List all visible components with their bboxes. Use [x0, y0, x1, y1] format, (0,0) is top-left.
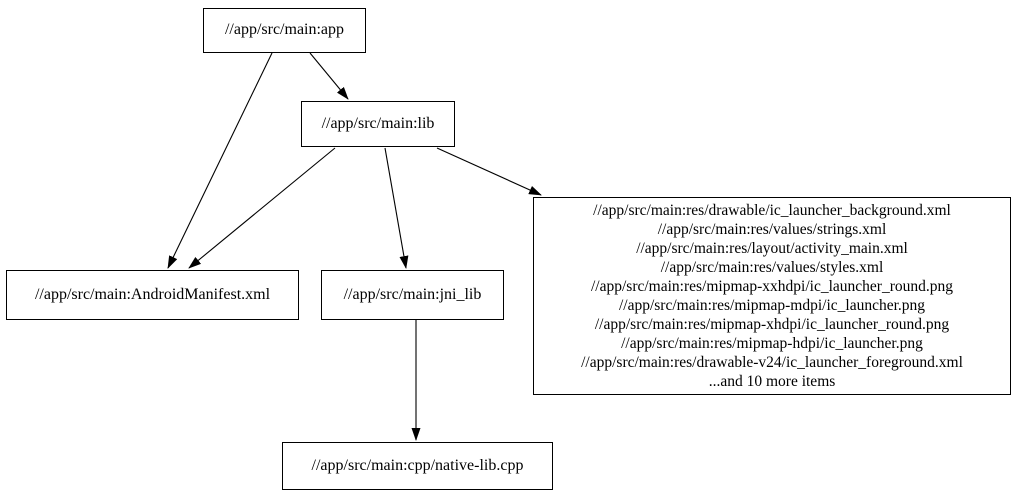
edge-lib-to-res-group: [436, 147, 542, 196]
node-lib-label: //app/src/main:lib: [321, 114, 435, 132]
edge-app-to-android-manifest: [167, 52, 273, 269]
node-native-lib-cpp-label: //app/src/main:cpp/native-lib.cpp: [311, 456, 524, 474]
res-group-line: //app/src/main:res/values/styles.xml: [660, 259, 884, 276]
edge-lib-to-jni-lib: [384, 147, 409, 269]
node-res-group: //app/src/main:res/drawable/ic_launcher_…: [533, 197, 1011, 395]
res-group-line: //app/src/main:res/drawable-v24/ic_launc…: [581, 354, 963, 371]
node-app: //app/src/main:app: [203, 8, 366, 53]
res-group-line: //app/src/main:res/layout/activity_main.…: [636, 240, 908, 257]
res-group-line: //app/src/main:res/values/strings.xml: [657, 221, 887, 238]
res-group-line: //app/src/main:res/mipmap-mdpi/ic_launch…: [618, 297, 926, 314]
node-jni-lib-label: //app/src/main:jni_lib: [343, 285, 482, 303]
node-app-label: //app/src/main:app: [224, 21, 345, 39]
node-lib: //app/src/main:lib: [301, 101, 455, 147]
node-android-manifest: //app/src/main:AndroidManifest.xml: [6, 270, 299, 320]
res-group-line: //app/src/main:res/drawable/ic_launcher_…: [593, 202, 951, 219]
res-group-line: //app/src/main:res/mipmap-hdpi/ic_launch…: [621, 335, 923, 352]
node-android-manifest-label: //app/src/main:AndroidManifest.xml: [34, 285, 271, 303]
edge-lib-to-android-manifest: [188, 147, 336, 269]
node-jni-lib: //app/src/main:jni_lib: [321, 270, 504, 320]
res-group-line: //app/src/main:res/mipmap-xhdpi/ic_launc…: [594, 316, 950, 333]
node-native-lib-cpp: //app/src/main:cpp/native-lib.cpp: [282, 442, 553, 490]
edge-app-to-lib: [309, 52, 349, 100]
res-group-line: ...and 10 more items: [708, 373, 836, 390]
res-group-line: //app/src/main:res/mipmap-xxhdpi/ic_laun…: [590, 278, 953, 295]
